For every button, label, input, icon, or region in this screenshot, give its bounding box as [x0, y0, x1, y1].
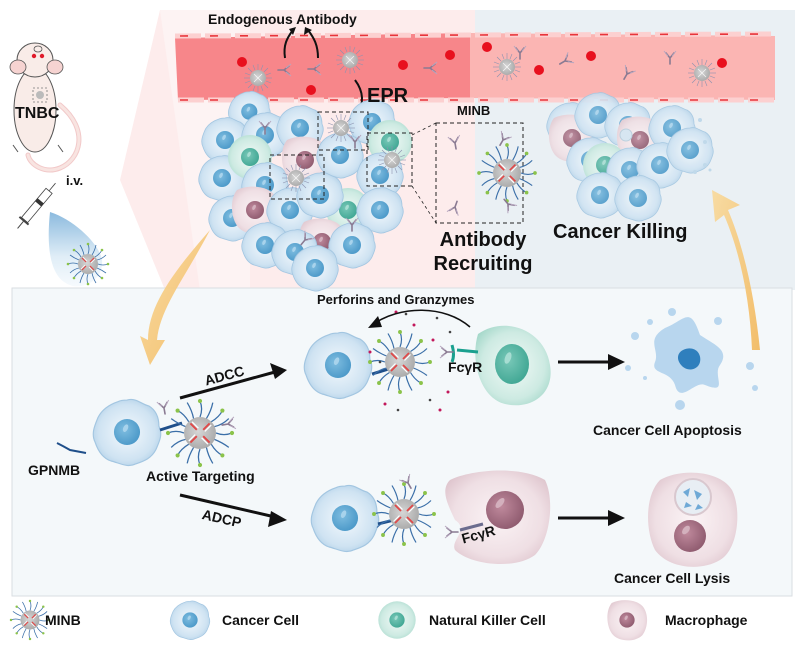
legend-nk-cell-icon [378, 601, 416, 639]
apoptosis-label: Cancer Cell Apoptosis [593, 422, 742, 438]
antibody-recruiting-line2: Recruiting [433, 253, 533, 275]
mouse-illustration [9, 42, 82, 173]
antibody-exit-arrow-2 [307, 29, 319, 59]
iv-label: i.v. [66, 173, 84, 188]
legend-macrophage-icon [607, 600, 648, 641]
epr-label: EPR [367, 85, 409, 107]
endogenous-antibody-label: Endogenous Antibody [208, 11, 357, 27]
fcgr-macrophage-receptor [459, 522, 484, 532]
orange-arrow-up [712, 190, 760, 350]
active-targeting-label: Active Targeting [146, 468, 255, 484]
legend-cancer-cell-icon [169, 600, 211, 641]
perforins-granzymes-label: Perforins and Granzymes [317, 292, 475, 307]
epr-inset-box-3 [366, 132, 413, 187]
cancer-killing-label: Cancer Killing [553, 221, 688, 243]
legend-macrophage-label: Macrophage [665, 612, 748, 628]
blood-vessel [174, 31, 776, 103]
minb-inset-box [435, 122, 524, 224]
lysis-label: Cancer Cell Lysis [614, 570, 731, 586]
perforin-arrow [371, 309, 471, 328]
epr-inset-box-1 [317, 111, 369, 151]
lysis-macrophage [648, 472, 738, 567]
adcc-arrow [179, 370, 276, 400]
gpnmb-label: GPNMB [28, 462, 81, 478]
legend-nk-cell-label: Natural Killer Cell [429, 612, 546, 628]
minb-inset-label: MINB [457, 103, 491, 118]
legend-cancer-cell-label: Cancer Cell [222, 612, 300, 628]
syringe-icon [17, 182, 56, 229]
adcp-arrow [179, 493, 276, 519]
tnbc-label: TNBC [15, 105, 60, 122]
gpnmb-receptor [56, 442, 87, 454]
antibody-recruiting-line1: Antibody [439, 229, 527, 251]
killed-tumor-cluster [546, 92, 714, 222]
fcgr-nk-receptor [450, 344, 479, 363]
fcgr-nk-label: FcγR [448, 359, 483, 375]
orange-arrow-down [140, 230, 210, 365]
legend-minb-label: MINB [45, 612, 81, 628]
